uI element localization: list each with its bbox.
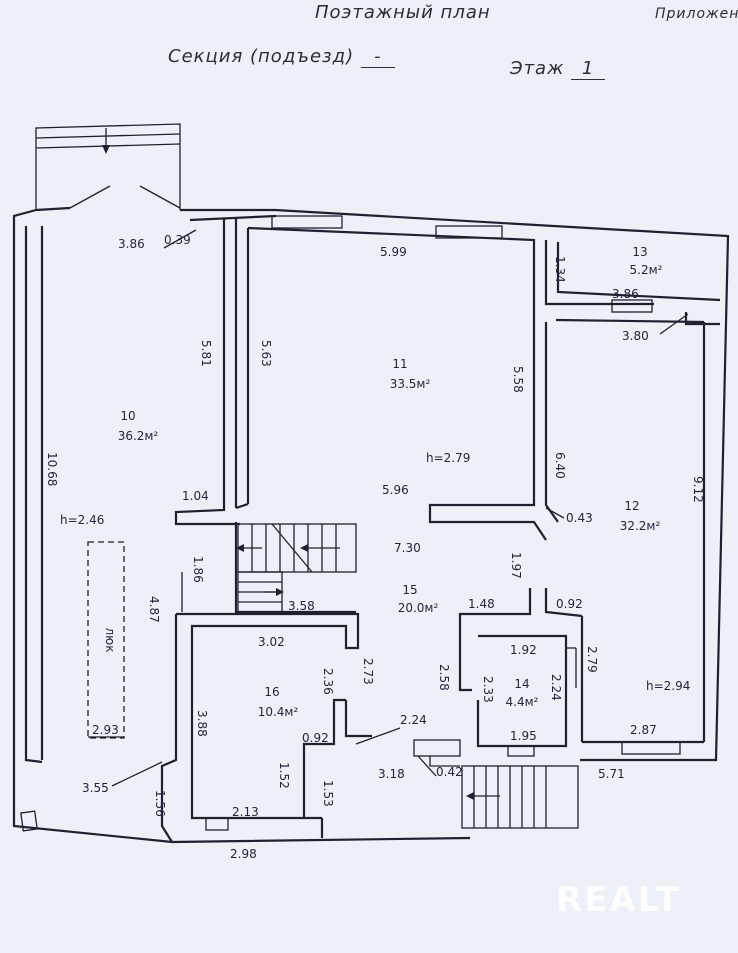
stair-upper [236, 523, 357, 613]
room-number: 16 [264, 685, 279, 699]
hatch-label: люк [103, 627, 117, 652]
room-number: 12 [624, 499, 639, 513]
exterior-walls [12, 206, 730, 844]
dim-label: 1.48 [468, 597, 495, 611]
dim-label: 2.13 [232, 805, 259, 819]
height-label: h=2.79 [426, 451, 470, 465]
dim-label: 2.87 [630, 723, 657, 737]
room-number: 13 [632, 245, 647, 259]
dim-label: 5.99 [380, 245, 407, 259]
dim-label: 5.96 [382, 483, 409, 497]
dim-label: 3.58 [288, 599, 315, 613]
room-area: 32.2м² [620, 519, 661, 533]
dim-label: 1.52 [277, 762, 291, 789]
dim-label: 1.56 [153, 790, 167, 817]
dim-label: 5.71 [598, 767, 625, 781]
height-label: h=2.94 [646, 679, 690, 693]
dim-label: 6.40 [553, 452, 567, 479]
dim-label: 2.36 [321, 668, 335, 695]
interior-walls [160, 215, 721, 843]
floor-hatch: люк [87, 541, 125, 739]
porch [35, 123, 181, 210]
dimensions: 3.86 0.39 5.81 10.68 1.04 1.86 4.87 3.55… [45, 229, 705, 861]
dim-label: 4.87 [147, 596, 161, 623]
plan-title: Поэтажный план [315, 2, 491, 23]
room-number: 10 [120, 409, 135, 423]
section-value: - [360, 46, 395, 68]
dim-label: 0.42 [436, 765, 463, 779]
dim-label: 9.12 [691, 476, 705, 503]
room-number: 15 [402, 583, 417, 597]
floor-label: Этаж [510, 58, 565, 79]
floor-value: 1 [571, 58, 606, 80]
dim-label: 0.92 [556, 597, 583, 611]
dim-label: 1.04 [182, 489, 209, 503]
dim-label: 1.92 [510, 643, 537, 657]
dim-label: 1.97 [509, 552, 523, 579]
height-label: h=2.46 [60, 513, 104, 527]
dim-label: 3.88 [195, 710, 209, 737]
dim-label: 3.80 [622, 329, 649, 343]
realt-watermark: REALT [556, 880, 681, 920]
dim-label: 2.24 [400, 713, 427, 727]
dim-label: 0.92 [302, 731, 329, 745]
dim-label: 2.58 [437, 664, 451, 691]
small-square [20, 810, 38, 832]
room-area: 20.0м² [398, 601, 439, 615]
dim-label: 3.86 [612, 287, 639, 301]
room-labels: 10 36.2м² 11 33.5м² 12 32.2м² 13 5.2м² 1… [118, 245, 663, 719]
room-number: 11 [392, 357, 407, 371]
dim-label: 3.02 [258, 635, 285, 649]
dim-label: 1.34 [553, 256, 567, 283]
dim-label: 0.43 [566, 511, 593, 525]
room-area: 36.2м² [118, 429, 159, 443]
section-label: Секция (подъезд) [168, 46, 355, 67]
dim-label: 1.53 [321, 780, 335, 807]
dim-label: 5.81 [199, 340, 213, 367]
stair-lower [413, 739, 579, 829]
dim-label: 7.30 [394, 541, 421, 555]
dim-label: 1.86 [191, 556, 205, 583]
dim-label: 3.18 [378, 767, 405, 781]
dim-label: 2.98 [230, 847, 257, 861]
room-number: 14 [514, 677, 529, 691]
section-row: Секция (подъезд) - [168, 46, 395, 68]
dim-label: 3.86 [118, 237, 145, 251]
dim-label: 2.73 [361, 658, 375, 685]
dim-label: 1.95 [510, 729, 537, 743]
room-area: 33.5м² [390, 377, 431, 391]
ceiling-heights: h=2.46 h=2.79 h=2.94 [60, 451, 690, 693]
dim-label: 2.24 [549, 674, 563, 701]
dim-label: 5.63 [259, 340, 273, 367]
dim-label: 2.79 [585, 646, 599, 673]
appendix-label: Приложени [655, 6, 738, 22]
dim-label: 2.93 [92, 723, 119, 737]
room-area: 5.2м² [630, 263, 663, 277]
dim-label: 10.68 [45, 452, 59, 486]
floor-row: Этаж 1 [510, 58, 606, 80]
dim-label: 3.55 [82, 781, 109, 795]
dim-label: 2.33 [481, 676, 495, 703]
room-area: 10.4м² [258, 705, 299, 719]
dim-label: 5.58 [511, 366, 525, 393]
room-area: 4.4м² [506, 695, 539, 709]
